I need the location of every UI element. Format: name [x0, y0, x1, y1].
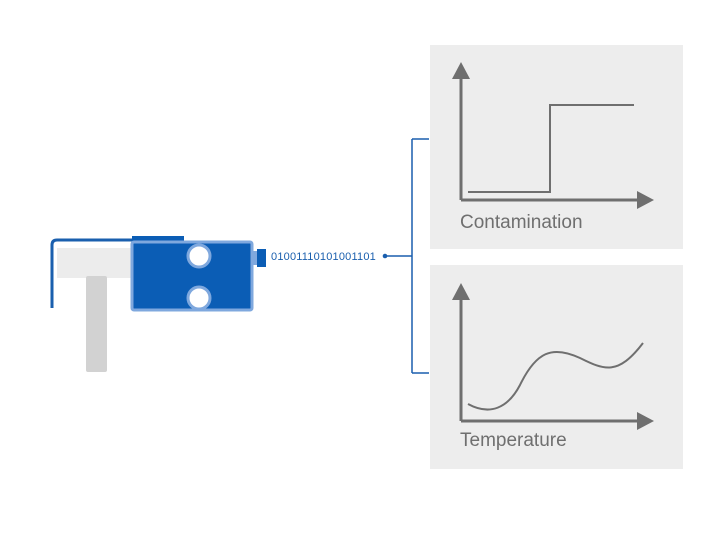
sensor-assembly — [50, 236, 266, 372]
temperature-label: Temperature — [460, 430, 567, 451]
mounting-plate — [57, 248, 137, 278]
panel-background — [430, 45, 683, 249]
sensor-body — [130, 240, 254, 312]
x-axis-arrow-icon — [637, 412, 654, 430]
temperature-panel: Temperature — [430, 265, 683, 469]
data-stream-text: 01001110101001101 — [271, 251, 376, 263]
chart-axes — [459, 295, 641, 423]
mounting-hole-bottom — [186, 285, 212, 311]
data-bracket — [385, 138, 429, 374]
support-post — [86, 276, 107, 372]
sensor-connector-tip — [257, 249, 266, 267]
contamination-step-line — [468, 104, 634, 193]
x-axis-arrow-icon — [637, 191, 654, 209]
y-axis-arrow-icon — [452, 283, 470, 300]
y-axis-arrow-icon — [452, 62, 470, 79]
sensor-connector — [252, 251, 257, 265]
contamination-label: Contamination — [460, 212, 583, 233]
temperature-curve — [467, 342, 644, 411]
sensor-cable — [50, 238, 184, 308]
chart-axes — [459, 74, 641, 202]
cable-clamp — [132, 236, 184, 243]
contamination-panel: Contamination — [430, 45, 683, 249]
mounting-hole-top — [186, 243, 212, 269]
panel-background — [430, 265, 683, 469]
